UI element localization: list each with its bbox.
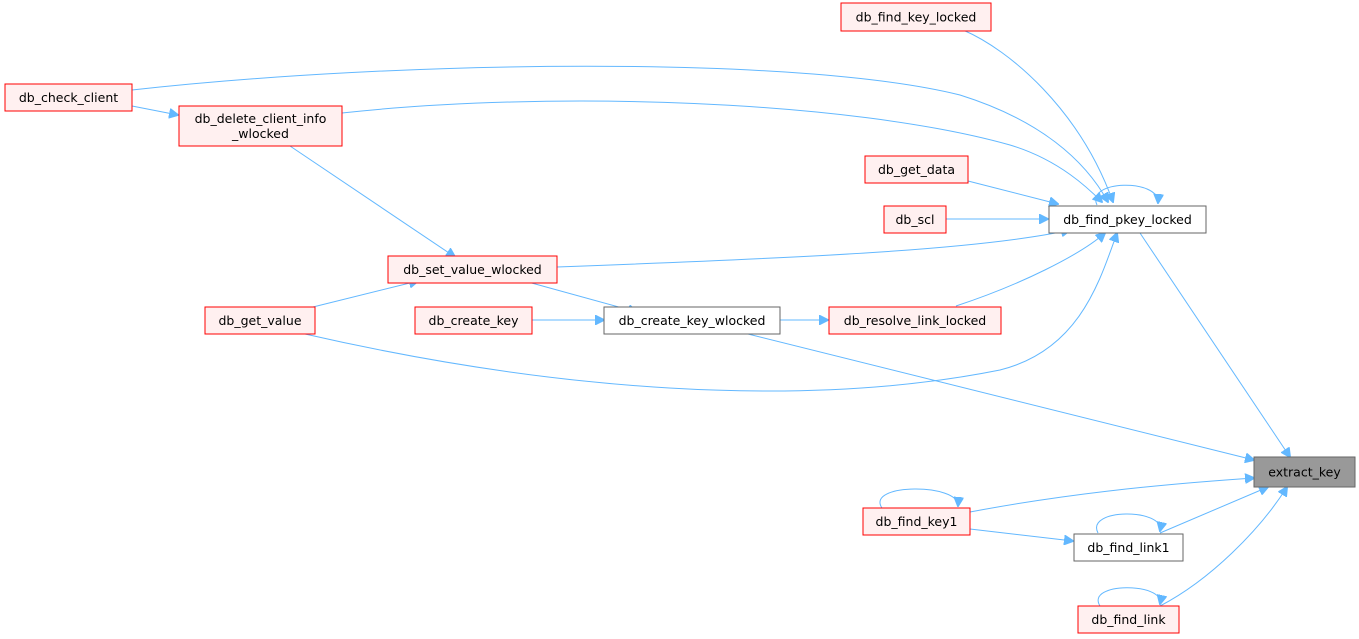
- edge-db_find_link-to-extract_key: [1159, 487, 1287, 607]
- edge-db_check_client-to-db_find_pkey_locked: [131, 65, 1108, 202]
- node-label: db_get_value: [218, 313, 301, 328]
- edge-db_find_pkey_locked-self-loop: [1095, 184, 1158, 206]
- node-db_check_client[interactable]: db_check_client: [4, 83, 133, 112]
- node-db_find_key1[interactable]: db_find_key1: [862, 507, 971, 536]
- node-db_create_key_wlocked[interactable]: db_create_key_wlocked: [603, 306, 781, 335]
- node-db_get_data[interactable]: db_get_data: [864, 155, 969, 184]
- edge-db_find_key1-to-db_find_link1: [969, 528, 1073, 541]
- node-label: db_create_key: [429, 313, 520, 328]
- edge-db_find_link-self-loop: [1097, 587, 1160, 607]
- node-label-line-1: db_delete_client_info: [195, 111, 327, 126]
- node-db_resolve_link_locked[interactable]: db_resolve_link_locked: [828, 306, 1002, 335]
- edge-db_find_key1-to-extract_key: [969, 478, 1254, 513]
- nodes: extract_key db_find_key_locked db_check_…: [4, 2, 1356, 634]
- node-label: db_find_link1: [1087, 540, 1169, 555]
- node-db_delete_client_info_wlocked[interactable]: db_delete_client_info _wlocked: [178, 105, 343, 147]
- node-db_find_link1[interactable]: db_find_link1: [1073, 533, 1184, 562]
- node-label: extract_key: [1268, 465, 1341, 480]
- node-db_set_value_wlocked[interactable]: db_set_value_wlocked: [387, 255, 558, 284]
- edge-db_find_link1-to-extract_key: [1159, 487, 1268, 534]
- node-db_create_key[interactable]: db_create_key: [414, 306, 533, 335]
- node-label: db_set_value_wlocked: [403, 262, 542, 277]
- node-db_find_link[interactable]: db_find_link: [1077, 605, 1180, 634]
- node-label: db_scl: [896, 212, 935, 227]
- edge-db_find_link1-self-loop: [1096, 513, 1161, 534]
- edge-db_set_value_wlocked-to-db_find_pkey_locked: [556, 230, 1070, 268]
- edge-db_get_value-to-db_set_value_wlocked: [312, 281, 418, 308]
- node-db_find_key_locked[interactable]: db_find_key_locked: [840, 2, 992, 32]
- edge-db_delete_client_info_wlocked-to-db_set_value_wlocked: [289, 145, 455, 257]
- edge-db_find_key_locked-to-db_find_pkey_locked: [962, 29, 1113, 202]
- node-label: db_resolve_link_locked: [844, 313, 986, 328]
- node-label: db_find_pkey_locked: [1063, 212, 1192, 227]
- node-label: db_check_client: [19, 90, 118, 105]
- edge-db_get_data-to-db_find_pkey_locked: [967, 180, 1058, 204]
- node-extract_key[interactable]: extract_key: [1253, 456, 1356, 488]
- node-db_get_value[interactable]: db_get_value: [204, 306, 316, 335]
- node-label-line-2: _wlocked: [231, 126, 289, 141]
- edge-db_find_key1-self-loop: [879, 488, 958, 509]
- edge-db_create_key_wlocked-to-extract_key: [747, 333, 1254, 460]
- node-label: db_create_key_wlocked: [619, 313, 766, 328]
- edge-db_delete_client_info_wlocked-to-db_find_pkey_locked: [341, 100, 1102, 202]
- node-db_scl[interactable]: db_scl: [883, 205, 947, 234]
- edge-db_resolve_link_locked-to-db_find_pkey_locked: [955, 233, 1105, 307]
- edge-db_check_client-to-db_delete_client_info_wlocked: [131, 105, 178, 115]
- node-label: db_find_key_locked: [856, 10, 977, 25]
- node-label: db_find_link: [1091, 612, 1166, 627]
- edge-db_find_pkey_locked-to-extract_key: [1139, 232, 1290, 457]
- node-label: db_get_data: [878, 162, 955, 177]
- edges: [131, 29, 1290, 607]
- edge-db_get_value-to-db_find_pkey_locked: [304, 233, 1117, 392]
- node-label: db_find_key1: [876, 514, 958, 529]
- node-db_find_pkey_locked[interactable]: db_find_pkey_locked: [1048, 205, 1207, 234]
